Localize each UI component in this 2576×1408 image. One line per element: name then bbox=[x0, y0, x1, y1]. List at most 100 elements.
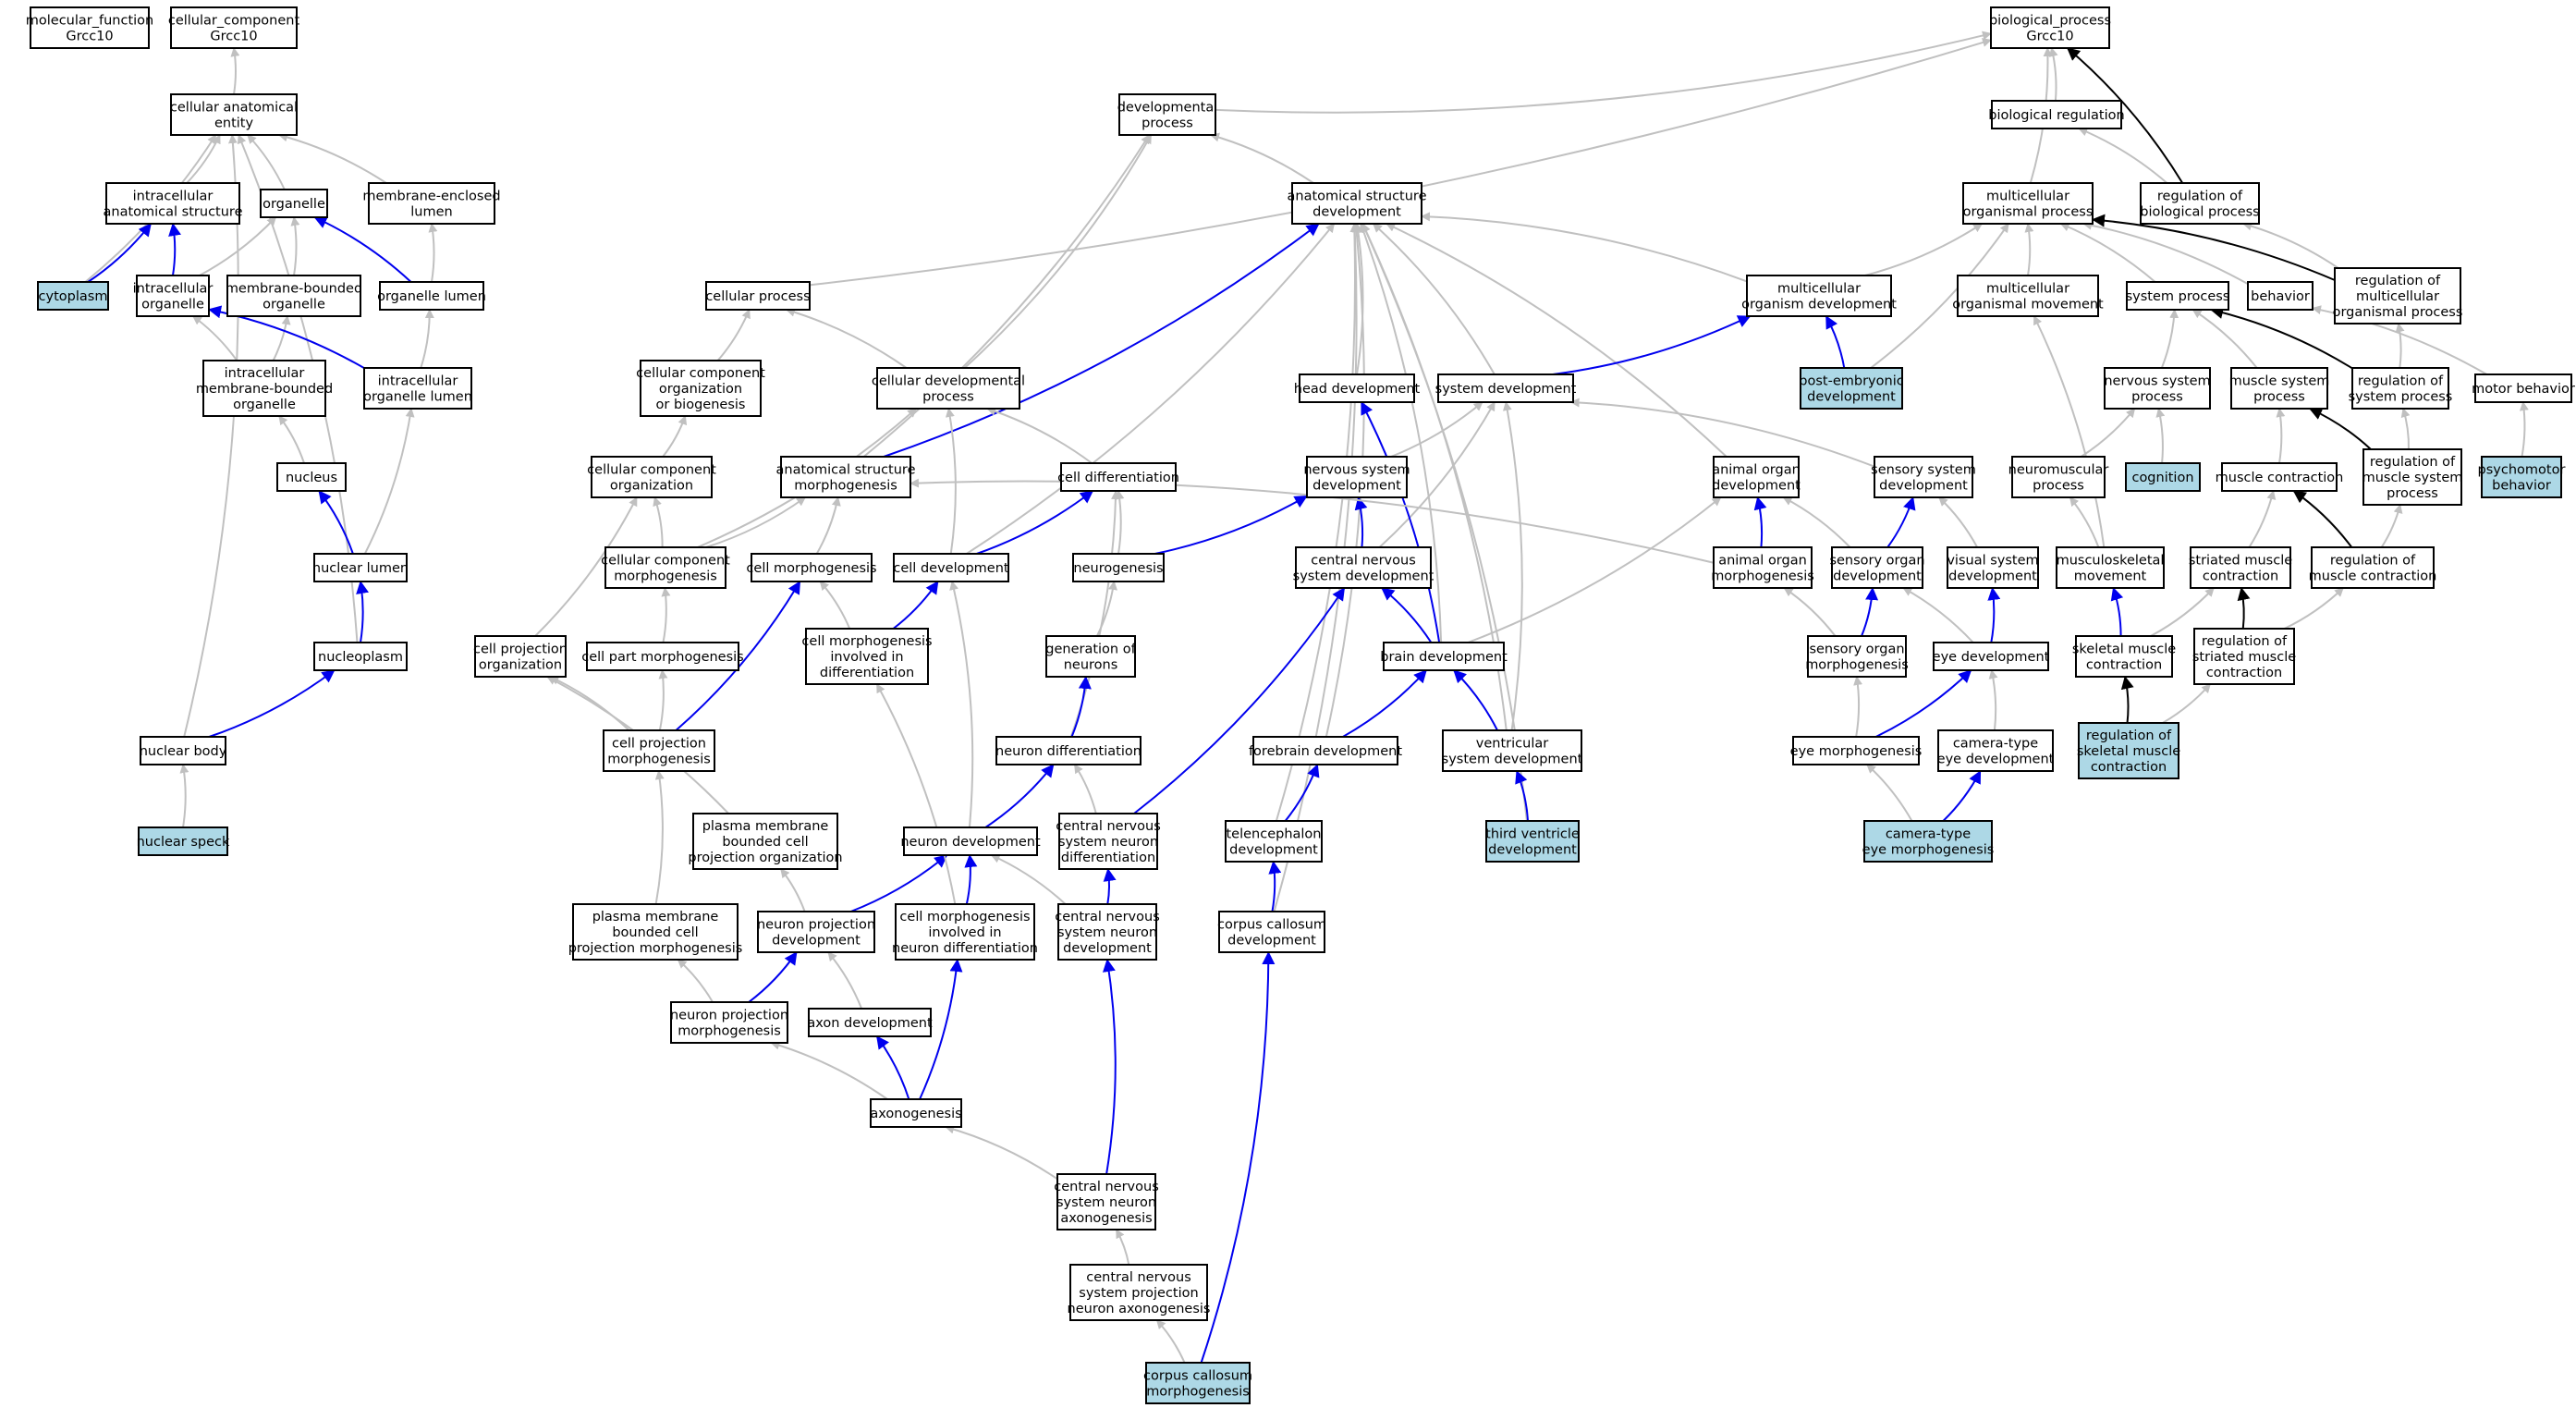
go-term-box bbox=[1218, 911, 1325, 953]
go-term-label: nucleus bbox=[286, 471, 337, 485]
go-term-label-line: muscle contraction bbox=[2216, 471, 2344, 485]
go-term-label: cell development bbox=[893, 561, 1009, 576]
go-term-node-nucleoplasm: nucleoplasm bbox=[313, 642, 408, 671]
edge-part_of-forebrain-to-braindev bbox=[1342, 669, 1427, 738]
go-term-node-muscon: muscle contraction bbox=[2216, 462, 2344, 492]
edge-is_a-nucspeck-to-nucbody bbox=[179, 764, 189, 828]
edge-is_a-regskmc-to-regsmc bbox=[2162, 683, 2211, 724]
edge-is_a-imbo-to-io bbox=[191, 315, 238, 361]
go-term-label-line: bounded cell bbox=[612, 925, 698, 940]
go-term-label-line: regulation of bbox=[2157, 190, 2243, 204]
edge-is_a-cognition-to-nsp bbox=[2155, 408, 2166, 464]
edge-part_of-ol-to-organelle bbox=[313, 216, 412, 283]
go-term-label-line: corpus callosum bbox=[1143, 1369, 1252, 1384]
go-term-label-line: ventricular bbox=[1476, 737, 1548, 752]
go-term-box bbox=[368, 182, 495, 225]
go-term-label-line: nervous system bbox=[2104, 374, 2210, 389]
go-term-label-line: cellular anatomical bbox=[170, 101, 298, 116]
go-term-label-line: contraction bbox=[2091, 760, 2167, 775]
edge-is_a-ssd-to-sysdev bbox=[1569, 398, 1875, 468]
go-term-label-line: involved in bbox=[830, 650, 903, 665]
go-term-label-line: Grcc10 bbox=[2026, 30, 2073, 44]
go-term-label-line: development bbox=[1229, 843, 1318, 858]
go-term-box bbox=[805, 628, 929, 685]
go-term-label-line: lumen bbox=[410, 205, 452, 220]
edge-is_a-nmp-to-nsp bbox=[2080, 408, 2136, 458]
go-term-box bbox=[670, 1001, 788, 1044]
go-term-box bbox=[870, 1098, 962, 1128]
go-term-label: forebrain development bbox=[1249, 744, 1402, 759]
go-term-label-line: process bbox=[1141, 116, 1193, 131]
edge-part_of-axonogen-to-axondev bbox=[875, 1035, 910, 1100]
go-term-label-line: movement bbox=[2074, 569, 2147, 584]
go-term-box bbox=[1957, 275, 2099, 317]
go-term-label-line: anatomical structure bbox=[1288, 190, 1427, 204]
go-term-node-eyemorph: eye morphogenesis bbox=[1790, 736, 1922, 765]
go-term-node-nucspeck: nuclear speck bbox=[137, 826, 230, 856]
go-term-label-line: morphogenesis bbox=[794, 479, 897, 494]
go-term-label-line: anatomical structure bbox=[776, 463, 916, 478]
edge-is_a-mom-to-mop bbox=[2024, 223, 2034, 276]
go-term-label-line: development bbox=[1879, 479, 1968, 494]
go-term-label-line: projection morphogenesis bbox=[568, 941, 743, 956]
go-term-node-bioreg: biological regulation bbox=[1988, 100, 2125, 129]
go-term-node-axondev: axon development bbox=[807, 1008, 933, 1037]
edge-is_a-regmop-to-regbp bbox=[2242, 221, 2339, 269]
go-term-label-line: camera-type bbox=[1886, 827, 1971, 842]
go-term-label: nucleoplasm bbox=[318, 650, 403, 665]
go-term-label-line: third ventricle bbox=[1485, 827, 1580, 842]
go-term-label-line: morphogenesis bbox=[1146, 1385, 1250, 1400]
go-term-box bbox=[1045, 635, 1136, 678]
go-term-box bbox=[1937, 729, 2054, 772]
go-term-box bbox=[2075, 635, 2173, 678]
edge-is_a-cae-to-cc bbox=[230, 47, 240, 95]
edge-is_a-io-to-organelle bbox=[199, 216, 277, 276]
edge-part_of-braindev-to-headdev bbox=[1360, 401, 1441, 643]
go-term-label: axon development bbox=[807, 1016, 933, 1031]
go-term-label-line: animal organ bbox=[1718, 554, 1807, 569]
edge-part_of-nucbody-to-nucleoplasm bbox=[208, 669, 336, 738]
go-term-label-line: cellular component bbox=[636, 366, 765, 381]
go-term-box bbox=[1252, 736, 1398, 765]
edge-is_a-ped-to-mop bbox=[1870, 223, 2009, 369]
edge-is_a-nucbody-to-cae bbox=[183, 134, 239, 738]
go-term-label-line: development bbox=[1948, 569, 2037, 584]
go-term-label-line: cell development bbox=[893, 561, 1009, 576]
go-term-label-line: motor behavior bbox=[2472, 382, 2575, 397]
edge-is_a-cmind-to-cmid bbox=[875, 683, 957, 905]
go-term-label-line: plasma membrane bbox=[592, 910, 719, 924]
edge-part_of-som-to-sod bbox=[1861, 587, 1879, 637]
edge-part_of-cnsd-to-nsd bbox=[1354, 496, 1368, 548]
go-term-box bbox=[1058, 813, 1158, 870]
go-term-label-line: process bbox=[2387, 486, 2438, 501]
edge-is_a-cp-to-bp bbox=[809, 38, 1992, 287]
go-term-box bbox=[895, 903, 1035, 961]
edge-part_of-cnsna-to-cnsnd2 bbox=[1102, 959, 1117, 1175]
go-term-box bbox=[140, 736, 226, 765]
go-term-label-line: system neuron bbox=[1058, 835, 1158, 850]
go-term-label-line: nuclear speck bbox=[137, 835, 230, 850]
go-term-label-line: animal organ bbox=[1712, 463, 1801, 478]
go-term-box bbox=[893, 553, 1009, 582]
edge-part_of-ped-to-mod bbox=[1825, 315, 1846, 369]
go-term-node-axonogen: axonogenesis bbox=[870, 1098, 962, 1128]
go-term-label-line: molecular_function bbox=[26, 14, 153, 29]
